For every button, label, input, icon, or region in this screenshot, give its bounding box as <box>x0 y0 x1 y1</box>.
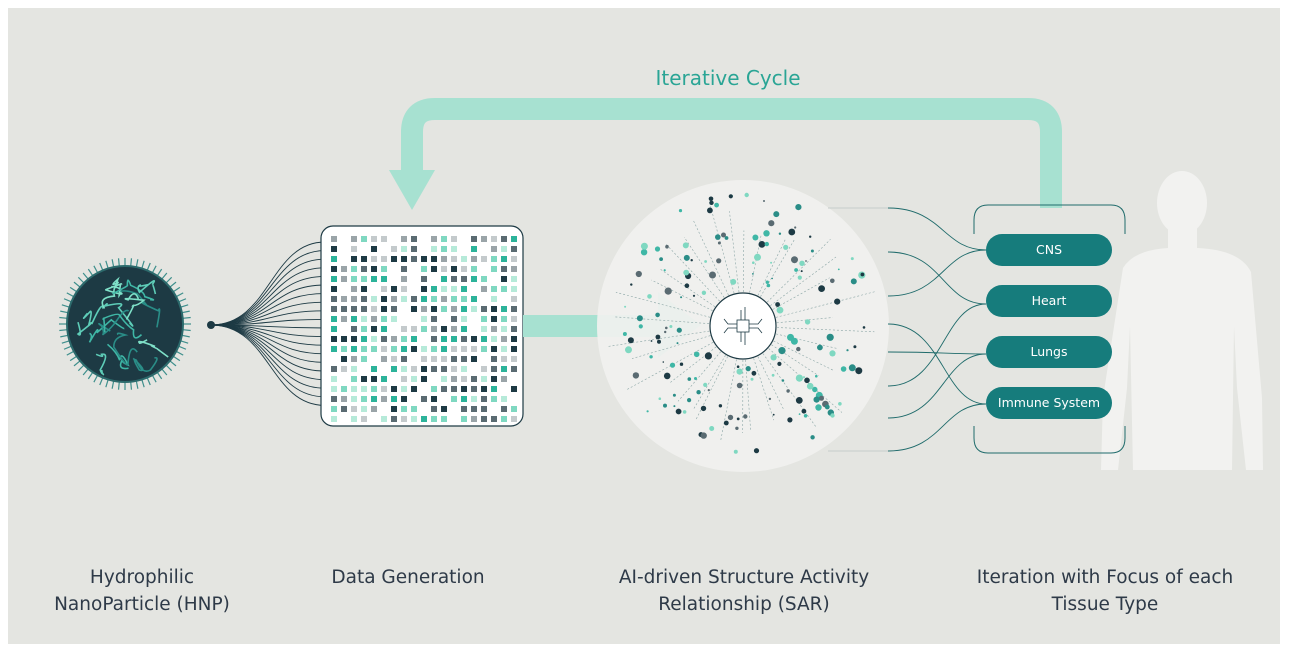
fan-connector <box>207 240 327 407</box>
tissue-pill-cns: CNS <box>986 234 1112 266</box>
nanoparticle-icon <box>59 258 191 390</box>
tissue-pill-lungs: Lungs <box>986 336 1112 368</box>
human-silhouette-icon <box>1101 171 1263 470</box>
diagram-artwork <box>59 98 1263 472</box>
tissue-pill-immune-system: Immune System <box>986 387 1112 419</box>
tissue-connector-lines <box>828 207 987 452</box>
tissue-pill-heart: Heart <box>986 285 1112 317</box>
sar-network <box>597 180 889 472</box>
chip-icon <box>723 307 763 345</box>
caption-hnp: Hydrophilic NanoParticle (HNP) <box>54 567 230 615</box>
iterative-cycle-title: Iterative Cycle <box>655 66 801 90</box>
iterative-cycle-arrow <box>389 98 1062 210</box>
data-matrix <box>320 225 524 427</box>
diagram-canvas: Iterative Cycle CNS Heart Lungs Immune S… <box>8 8 1280 644</box>
tissue-bracket <box>973 204 1126 454</box>
caption-sar: AI-driven Structure Activity Relationshi… <box>618 567 870 615</box>
caption-iteration: Iteration with Focus of each Tissue Type <box>976 567 1234 615</box>
caption-data-generation: Data Generation <box>331 567 485 588</box>
